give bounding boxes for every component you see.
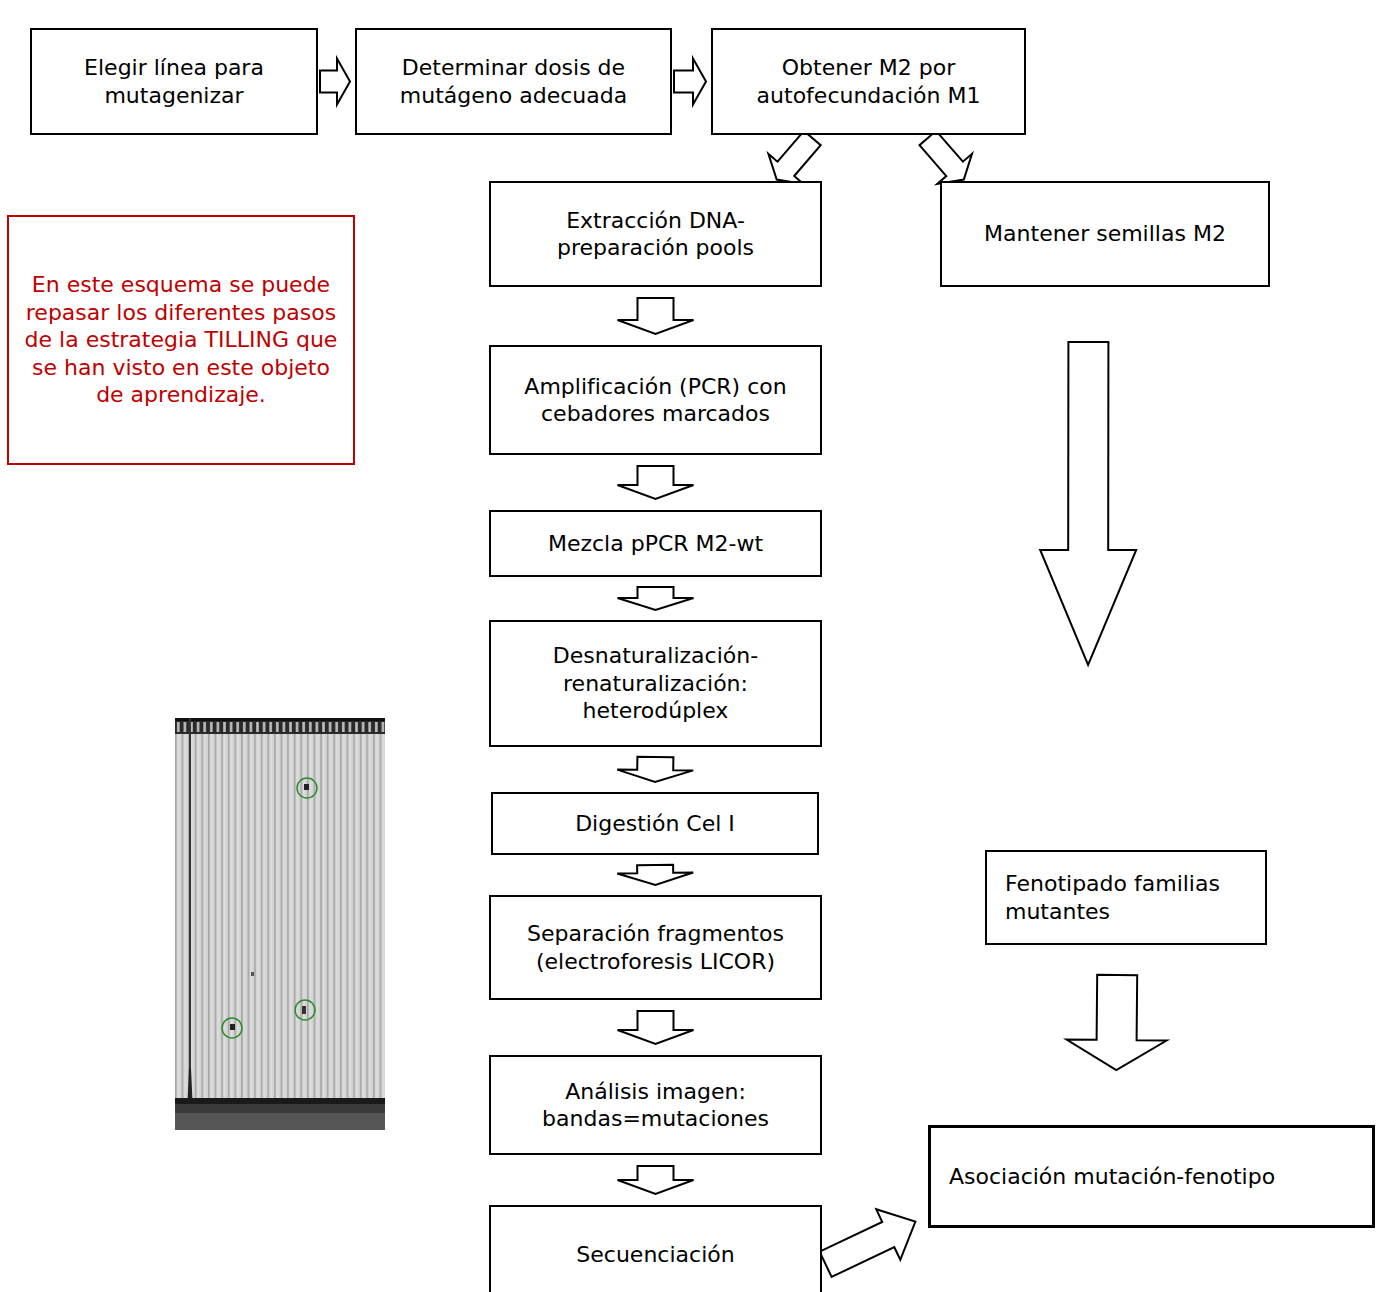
process-box: Elegir línea para mutagenizar [30, 28, 318, 135]
block-arrow [920, 131, 973, 184]
block-arrow [618, 298, 694, 334]
box-text: Extracción DNA- preparación pools [503, 207, 808, 262]
text-stack: Digestión Cel I [575, 810, 735, 838]
text-stack: Separación fragmentos (electroforesis LI… [503, 920, 808, 975]
text-stack: Mantener semillas M2 [984, 220, 1226, 248]
box-text: Desnaturalización- renaturalización: het… [503, 642, 808, 725]
box-text: Mezcla pPCR M2-wt [548, 530, 763, 558]
process-box: Asociación mutación-fenotipo [928, 1125, 1375, 1228]
process-box: Digestión Cel I [491, 792, 819, 855]
block-arrow [1067, 975, 1167, 1070]
text-stack: En este esquema se puede repasar los dif… [21, 271, 341, 409]
block-arrow [617, 865, 693, 885]
text-stack: Elegir línea para mutagenizar [44, 54, 304, 109]
block-arrow [618, 1166, 694, 1194]
box-text: En este esquema se puede repasar los dif… [21, 271, 341, 409]
process-box: Secuenciación [489, 1205, 822, 1292]
process-box: Obtener M2 por autofecundación M1 [711, 28, 1026, 135]
process-box: Separación fragmentos (electroforesis LI… [489, 895, 822, 1000]
block-arrow [820, 1209, 916, 1277]
box-text: Separación fragmentos (electroforesis LI… [503, 920, 808, 975]
box-text: Digestión Cel I [575, 810, 735, 838]
box-text: Asociación mutación-fenotipo [949, 1163, 1275, 1191]
text-stack: Asociación mutación-fenotipo [949, 1163, 1275, 1191]
gel-image [175, 718, 385, 1130]
text-stack: Secuenciación [576, 1241, 734, 1269]
text-stack: Extracción DNA- preparación pools [503, 207, 808, 262]
box-text: Análisis imagen: bandas=mutaciones [503, 1078, 808, 1133]
block-arrow [618, 466, 694, 499]
block-arrow [618, 1011, 694, 1044]
note-box: En este esquema se puede repasar los dif… [7, 215, 355, 465]
block-arrow [674, 59, 706, 105]
process-box: Mezcla pPCR M2-wt [489, 510, 822, 577]
box-text: Fenotipado familias mutantes [1005, 870, 1253, 925]
text-stack: Análisis imagen: bandas=mutaciones [503, 1078, 808, 1133]
box-text: Amplificación (PCR) con cebadores marcad… [503, 373, 808, 428]
process-box: Análisis imagen: bandas=mutaciones [489, 1055, 822, 1155]
process-box: Extracción DNA- preparación pools [489, 181, 822, 287]
box-text: Secuenciación [576, 1241, 734, 1269]
text-stack: Amplificación (PCR) con cebadores marcad… [503, 373, 808, 428]
block-arrow [617, 757, 693, 782]
text-stack: Mezcla pPCR M2-wt [548, 530, 763, 558]
text-stack: Obtener M2 por autofecundación M1 [725, 54, 1012, 109]
box-text: Mantener semillas M2 [984, 220, 1226, 248]
box-text: Determinar dosis de mutágeno adecuada [369, 54, 658, 109]
block-arrow [320, 59, 350, 105]
process-box: Mantener semillas M2 [940, 181, 1270, 287]
process-box: Amplificación (PCR) con cebadores marcad… [489, 345, 822, 455]
text-stack: Determinar dosis de mutágeno adecuada [369, 54, 658, 109]
text-stack: Fenotipado familias mutantes [1005, 870, 1253, 925]
text-stack: Desnaturalización- renaturalización: het… [503, 642, 808, 725]
process-box: Fenotipado familias mutantes [985, 850, 1267, 945]
block-arrow [768, 131, 820, 184]
block-arrow [1040, 342, 1136, 665]
box-text: Elegir línea para mutagenizar [44, 54, 304, 109]
block-arrow [618, 587, 694, 610]
process-box: Determinar dosis de mutágeno adecuada [355, 28, 672, 135]
box-text: Obtener M2 por autofecundación M1 [725, 54, 1012, 109]
process-box: Desnaturalización- renaturalización: het… [489, 620, 822, 747]
